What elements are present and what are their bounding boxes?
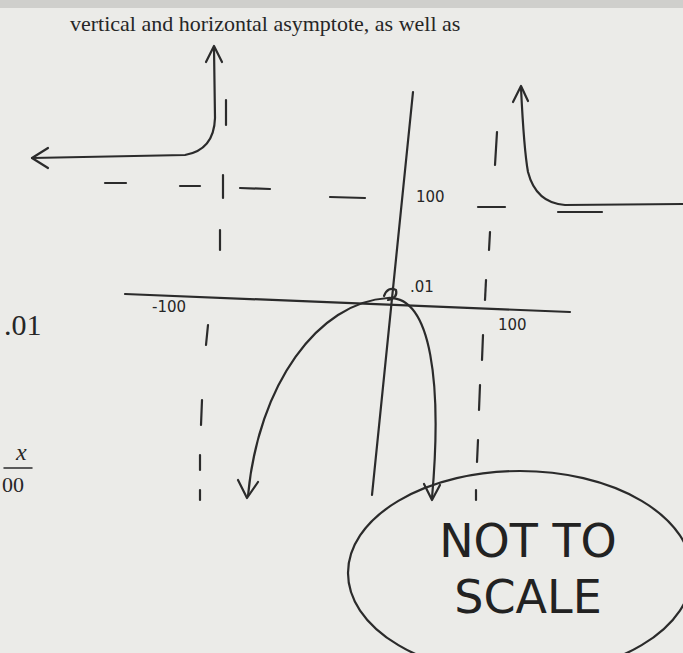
axis-value: 100: [416, 190, 445, 205]
note-text: NOT TO SCALE: [408, 513, 648, 625]
paper-edge: [0, 0, 683, 8]
vertical-asymptote-left: [200, 100, 226, 500]
curve-branch: [248, 298, 436, 498]
curve-branch: [521, 88, 683, 205]
horizontal-asymptote: [105, 183, 602, 212]
vertical-asymptote-right: [476, 132, 497, 500]
printed-text: vertical and horizontal asymptote, as we…: [70, 13, 460, 35]
arrowhead: [32, 148, 48, 168]
stamp-circle: NOT TO SCALE: [345, 468, 683, 653]
arrowhead: [238, 480, 258, 498]
printed-text: 00: [2, 474, 24, 496]
fraction-bar: [4, 467, 32, 469]
printed-text: x: [16, 440, 27, 464]
axis-value: -100: [152, 300, 186, 315]
curve-branch: [32, 48, 215, 158]
axis-value: 100: [498, 318, 527, 333]
y-axis: [372, 92, 413, 495]
axis-value: .01: [410, 280, 434, 295]
printed-text: .01: [4, 310, 42, 340]
arrowhead: [513, 86, 528, 102]
origin-mark: [384, 289, 396, 300]
arrowhead: [206, 46, 222, 62]
